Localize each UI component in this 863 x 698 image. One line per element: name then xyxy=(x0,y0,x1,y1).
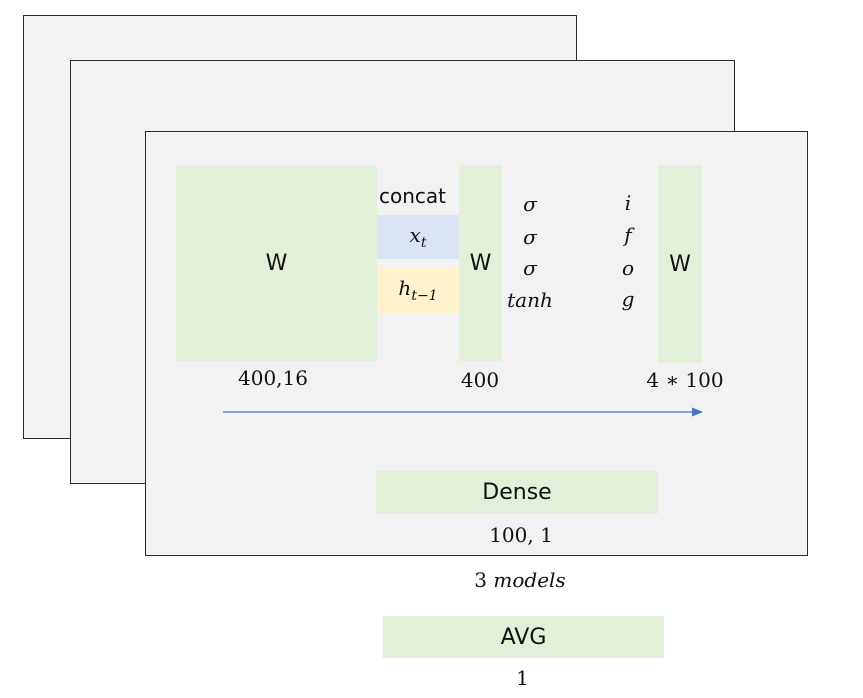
xt-symbol: xt xyxy=(409,222,427,251)
gate-activation-output: σ xyxy=(523,256,537,280)
gate-name-f: f xyxy=(624,223,632,247)
gate-name-i: i xyxy=(624,191,632,215)
ht-symbol: ht−1 xyxy=(398,275,438,304)
gate-activation-forget: σ xyxy=(523,225,537,249)
ensemble-caption: 3 models xyxy=(474,568,566,592)
gate-name-g: g xyxy=(621,287,635,311)
gate-activation-cell: tanh xyxy=(507,288,553,312)
ht-cell: ht−1 xyxy=(377,267,459,313)
xt-cell: xt xyxy=(377,215,459,259)
output-weight-dims: 4 ∗ 100 xyxy=(646,368,724,392)
avg-dims: 1 xyxy=(516,666,529,690)
dense-block: Dense xyxy=(376,471,658,514)
avg-block: AVG xyxy=(383,616,664,658)
gate-name-o: o xyxy=(621,256,635,280)
output-weight-block: W xyxy=(658,165,702,363)
hidden-weight-label: W xyxy=(469,250,492,276)
input-weight-dims: 400,16 xyxy=(238,366,308,390)
dense-label: Dense xyxy=(482,480,552,505)
gate-activation-input: σ xyxy=(523,192,537,216)
avg-label: AVG xyxy=(500,624,547,650)
hidden-weight-dims: 400 xyxy=(460,368,500,392)
hidden-weight-block: W xyxy=(459,165,502,361)
dense-dims: 100, 1 xyxy=(489,523,553,547)
input-weight-label: W xyxy=(265,250,288,276)
input-weight-block: W xyxy=(176,165,377,361)
output-weight-label: W xyxy=(669,251,691,277)
concat-label: concat xyxy=(379,184,447,208)
